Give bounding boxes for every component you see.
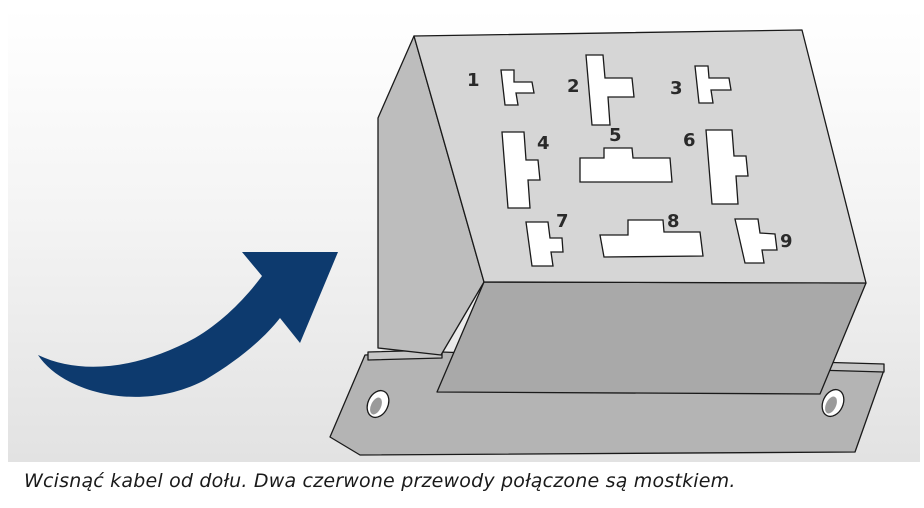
insertion-arrow-icon xyxy=(38,252,338,397)
side-face xyxy=(377,35,485,356)
mounting-hole-left-inner xyxy=(370,397,382,415)
terminal-8: 8 xyxy=(599,211,704,258)
terminal-label-2: 2 xyxy=(567,76,580,97)
terminal-slot-4 xyxy=(501,131,541,209)
terminal-label-9: 9 xyxy=(780,231,793,252)
terminal-slot-7 xyxy=(525,221,564,267)
terminal-slot-9 xyxy=(734,218,778,264)
caption-text: Wcisnąć kabel od dołu. Dwa czerwone prze… xyxy=(24,470,736,492)
terminal-label-8: 8 xyxy=(667,211,680,232)
terminal-7: 7 xyxy=(525,211,569,267)
terminal-1: 1 xyxy=(467,69,535,106)
terminal-slot-5 xyxy=(579,147,673,183)
front-face xyxy=(436,281,867,395)
terminal-slot-2 xyxy=(585,54,635,126)
terminal-slot-8 xyxy=(599,219,704,258)
terminal-label-4: 4 xyxy=(537,133,550,154)
terminal-label-7: 7 xyxy=(556,211,569,232)
terminal-4: 4 xyxy=(501,131,550,209)
terminal-6: 6 xyxy=(683,129,749,205)
terminal-label-1: 1 xyxy=(467,70,480,91)
terminal-3: 3 xyxy=(670,65,732,104)
terminal-slot-3 xyxy=(694,65,732,104)
terminal-label-5: 5 xyxy=(609,125,622,146)
terminal-label-3: 3 xyxy=(670,78,683,99)
mounting-hole-right-inner xyxy=(825,396,837,414)
terminal-2: 2 xyxy=(567,54,635,126)
terminal-5: 5 xyxy=(579,125,673,183)
terminal-slot-1 xyxy=(500,69,535,106)
terminal-9: 9 xyxy=(734,218,793,264)
terminal-label-6: 6 xyxy=(683,130,696,151)
terminal-slot-6 xyxy=(705,129,749,205)
